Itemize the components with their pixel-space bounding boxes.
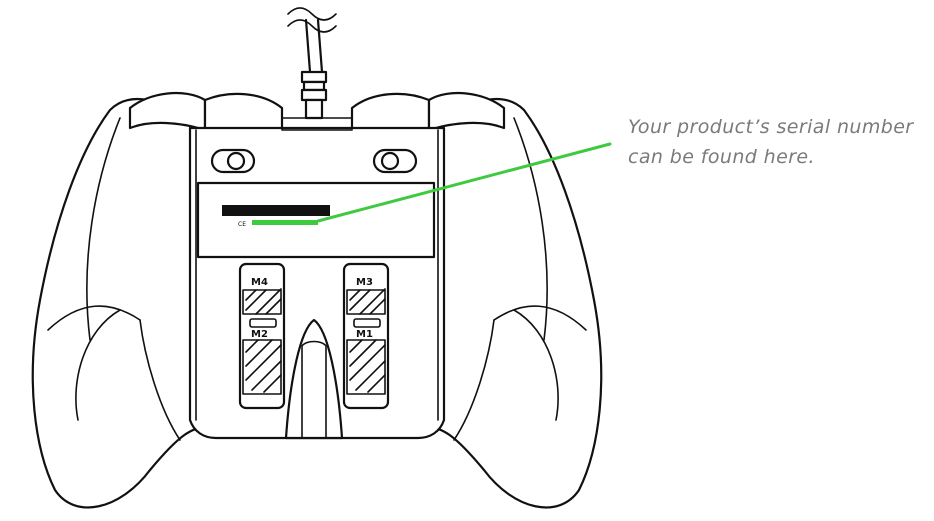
svg-text:CE: CE [238, 221, 246, 228]
center-divider [284, 318, 344, 440]
paddle-label-top-left: M4 [251, 277, 268, 288]
serial-number-panel: CE [196, 181, 436, 259]
right-grip [417, 97, 603, 509]
right-slider-switch [372, 148, 418, 174]
cable [300, 18, 328, 120]
left-grip [31, 97, 217, 509]
callout-line-2: can be found here. [628, 146, 815, 168]
paddle-label-bottom-left: M2 [251, 329, 268, 340]
callout-line-1: Your product’s serial number [628, 116, 914, 138]
serial-number-callout: Your product’s serial number can be foun… [628, 112, 928, 172]
left-paddle-stack [238, 262, 286, 410]
serial-number-sticker-icon [222, 205, 330, 216]
cable-break-icon [287, 7, 337, 33]
paddle-label-bottom-right: M1 [356, 329, 373, 340]
right-paddle-stack [342, 262, 390, 410]
serial-callout-line [316, 142, 612, 223]
left-slider-switch [210, 148, 256, 174]
paddle-label-top-right: M3 [356, 277, 373, 288]
